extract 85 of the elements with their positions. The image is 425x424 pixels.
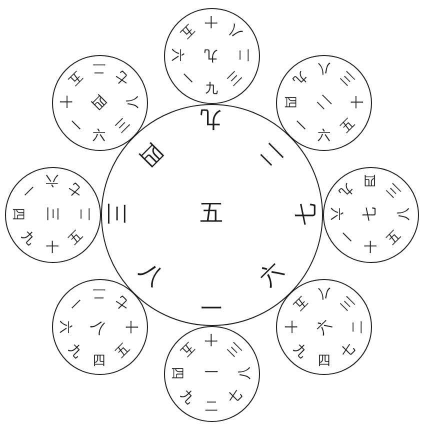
numeral: 二 [92,61,106,74]
numeral: 二 [80,208,93,221]
numeral: 六 [317,129,330,142]
numeral: 七 [363,207,378,222]
numeral: 八 [89,316,109,337]
numeral: 八 [317,286,330,300]
numeral: 十 [58,95,72,108]
numeral: 五 [178,340,197,359]
numeral: 八 [126,95,140,108]
numeral: 六 [330,208,343,221]
numeral: 九 [337,181,356,200]
numeral: 二 [92,286,106,300]
numeral: 十 [283,320,296,334]
numeral: 六 [58,320,72,334]
numeral: 四 [283,95,296,108]
numeral: 五 [290,294,309,312]
numeral: 六 [256,260,288,291]
numeral: 六 [170,48,184,62]
numeral: 一 [178,70,197,89]
numeral: 三 [338,294,358,312]
numeral: 三 [226,340,245,359]
numeral: 七 [114,294,132,312]
numeral: 一 [19,181,38,200]
numeral: 九 [290,68,309,88]
numeral: 三 [338,68,358,88]
numeral: 七 [226,388,245,407]
numeral: 一 [66,294,84,312]
numeral: 十 [351,95,364,108]
numeral: 五 [66,68,84,88]
numeral: 九 [204,48,218,62]
numeral: 九 [66,342,84,360]
numeral: 十 [364,242,377,255]
numeral: 九 [178,388,197,407]
numeral: 八 [135,260,166,291]
numeral: 十 [204,14,218,28]
numeral: 五 [200,202,223,226]
numeral: 五 [385,229,404,248]
numeral: 九 [204,82,218,96]
numeral: 五 [178,22,197,41]
numeral: 四 [92,354,106,368]
numeral: 十 [126,320,140,334]
numeral: 三 [226,70,245,89]
numeral: 九 [290,342,309,360]
numeral: 八 [317,61,330,74]
numeral: 二 [256,138,288,170]
numeral: 七 [296,203,318,226]
numeral: 五 [67,229,86,248]
numeral: 九 [200,107,222,130]
numeral: 一 [66,116,84,136]
numeral: 一 [290,116,309,136]
small-circle [323,167,419,263]
numeral: 五 [338,116,358,136]
numeral: 二 [314,92,334,112]
numeral: 一 [204,366,218,380]
numeral: 六 [92,129,106,142]
numeral: 四 [170,366,184,380]
numeral: 七 [67,181,86,200]
numeral: 三 [385,181,404,200]
numeral: 二 [351,320,364,334]
numeral: 六 [314,316,334,337]
numeral: 一 [337,229,356,248]
numeral: 四 [89,92,109,112]
numeral: 三 [45,207,60,222]
numeral: 四 [364,174,377,187]
numeral: 三 [104,203,126,226]
numeral: 四 [135,138,166,170]
numeral: 六 [46,174,59,187]
small-circle [164,8,260,104]
numeral: 三 [114,116,132,136]
numeral: 一 [200,299,222,322]
small-circle [164,326,260,422]
numeral: 八 [398,208,411,221]
numeral: 十 [204,332,218,346]
numeral: 四 [12,208,25,221]
numeral: 四 [317,354,330,368]
numeral: 八 [238,366,252,380]
numeral: 九 [19,229,38,248]
numeral: 八 [226,22,245,41]
numeral: 七 [114,68,132,88]
numeral: 五 [114,342,132,360]
small-circle [5,167,101,263]
numeral: 十 [46,242,59,255]
numeral: 二 [238,48,252,62]
numeral: 七 [338,342,358,360]
numeral: 二 [204,400,218,414]
